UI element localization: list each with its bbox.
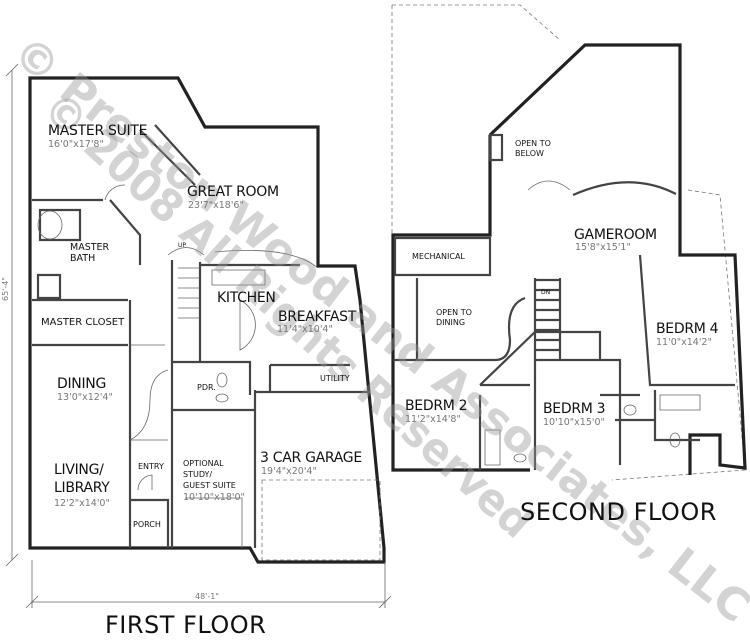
room-label-mechanical: MECHANICAL [412, 252, 465, 261]
watermark: © Preston Wood and Associates, LLC © 200… [3, 26, 750, 633]
room-label-breakfast: BREAKFAST [278, 309, 357, 325]
room-label-living-1: LIVING/ [54, 462, 104, 478]
room-label-dining: DINING [57, 376, 107, 392]
room-label-bedrm4: BEDRM 4 [656, 321, 719, 337]
room-size-great-room: 23'7"x18'6" [188, 200, 244, 211]
room-label-master-bath-1: MASTER [70, 242, 110, 253]
room-label-gameroom: GAMEROOM [574, 227, 657, 243]
room-label-master-closet: MASTER CLOSET [41, 317, 125, 328]
room-label-entry: ENTRY [138, 462, 164, 471]
room-size-master-suite: 16'0"x17'8" [48, 139, 104, 150]
room-label-porch: PORCH [133, 520, 161, 529]
room-label-bedrm3: BEDRM 3 [543, 401, 606, 417]
room-label-utility: UTILITY [320, 374, 350, 383]
open-dining-label-1: OPEN TO [436, 308, 472, 317]
room-size-dining: 13'0"x12'4" [57, 392, 113, 403]
open-below-label-1: OPEN TO [515, 139, 551, 148]
room-label-great-room: GREAT ROOM [187, 184, 279, 200]
room-size-study: 10'10"x18'0" [183, 492, 245, 503]
room-label-living-2: LIBRARY [54, 480, 110, 496]
second-floor-walls [391, 4, 747, 481]
open-dining-label-2: DINING [436, 318, 466, 327]
room-label-garage: 3 CAR GARAGE [260, 450, 362, 466]
room-label-study-2: STUDY/ [183, 470, 213, 479]
room-size-bedrm3: 10'10"x15'0" [543, 417, 605, 428]
room-size-breakfast: 11'4"x10'4" [277, 324, 333, 335]
dimension-width: 48'-1" [195, 592, 220, 601]
dimension-depth: 65'-4" [1, 276, 11, 302]
room-size-gameroom: 15'8"x15'1" [575, 242, 631, 253]
room-size-living: 12'2"x14'0" [54, 498, 110, 509]
room-label-master-bath-2: BATH [70, 253, 96, 264]
first-floor-title: FIRST FLOOR [105, 611, 267, 639]
room-label-master-suite: MASTER SUITE [48, 123, 148, 139]
room-label-bedrm2: BEDRM 2 [405, 398, 468, 414]
watermark-company: © Preston Wood and Associates, LLC [3, 26, 750, 633]
first-floor-walls [28, 76, 386, 564]
room-size-garage: 19'4"x20'4" [261, 466, 317, 477]
second-floor-title: SECOND FLOOR [520, 498, 717, 526]
room-size-bedrm2: 11'2"x14'8" [405, 414, 461, 425]
room-size-bedrm4: 11'0"x14'2" [656, 337, 712, 348]
first-floor-dimension-lines [5, 63, 392, 609]
room-label-study-3: GUEST SUITE [183, 481, 236, 490]
room-label-study-1: OPTIONAL [183, 459, 224, 468]
room-label-pdr: PDR. [197, 383, 216, 392]
open-below-label-2: BELOW [515, 149, 544, 158]
stair-label-down: DN [541, 289, 551, 296]
stair-label-up: UP [178, 242, 187, 249]
room-label-kitchen: KITCHEN [217, 290, 276, 306]
